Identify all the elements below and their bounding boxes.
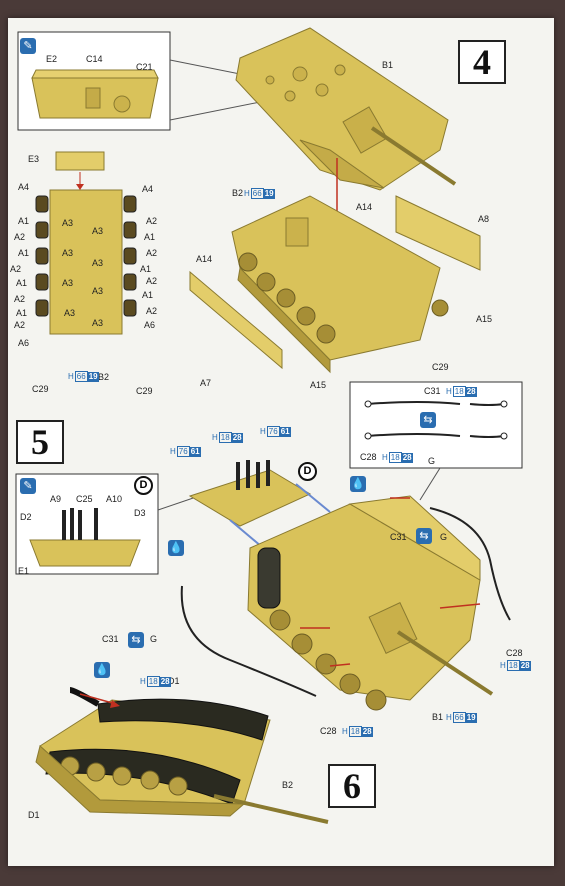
cement-drop-icon: 💧 [94, 662, 110, 678]
symmetry-icon: ⇆ [128, 632, 144, 648]
part-label: A3 [92, 226, 104, 236]
glue-icon: ✎ [20, 478, 36, 494]
part-label: A3 [92, 286, 104, 296]
part-label: D1 [168, 676, 180, 686]
part-label: A15 [310, 380, 327, 390]
part-label: A7 [200, 378, 212, 388]
part-label: A4 [142, 184, 154, 194]
part-label: G [428, 456, 436, 466]
part-label: C29 [432, 362, 449, 372]
part-label: C14 [86, 54, 103, 64]
rear-deck-part [188, 469, 312, 527]
part-label: E1 [18, 566, 30, 576]
part-label: A10 [106, 494, 123, 504]
part-label: B2 [282, 780, 294, 790]
part-label: A3 [92, 318, 104, 328]
part-label: C28 [506, 648, 523, 658]
part-label: A2 [14, 294, 26, 304]
cement-drop-icon: 💧 [350, 476, 366, 492]
part-label: A1 [18, 248, 30, 258]
part-label: A2 [146, 276, 158, 286]
part-label: C29 [32, 384, 49, 394]
part-label: B2 [232, 188, 244, 198]
cement-drop-icon: 💧 [168, 540, 184, 556]
track-top [97, 698, 269, 741]
part-label: A2 [10, 264, 22, 274]
upper-hull-step4 [235, 27, 449, 191]
part-label: E2 [46, 54, 58, 64]
symmetry-icon: ⇆ [420, 412, 436, 428]
part-label: C29 [136, 386, 153, 396]
part-label: A15 [476, 314, 493, 324]
part-label: A14 [356, 202, 373, 212]
part-label: A2 [14, 232, 26, 242]
side-skirt-a7 [189, 270, 283, 370]
part-label: A9 [50, 494, 62, 504]
part-label: C31 [424, 386, 441, 396]
part-label: G [440, 532, 448, 542]
glue-icon: ✎ [20, 38, 36, 54]
part-label: B2 [98, 372, 110, 382]
cable-callout-box [349, 381, 523, 469]
part-label: A3 [64, 308, 76, 318]
part-label: C31 [390, 532, 407, 542]
part-label: A3 [92, 258, 104, 268]
part-label: A3 [62, 218, 74, 228]
part-label: A2 [146, 216, 158, 226]
part-label: A1 [16, 278, 28, 288]
part-label: B1 [382, 60, 394, 70]
callout-mark-d: D [298, 462, 317, 481]
part-label: C28 [360, 452, 377, 462]
step-number-4: 4 [458, 40, 506, 84]
part-label: A6 [144, 320, 156, 330]
part-label: D2 [20, 512, 32, 522]
part-label: E3 [28, 154, 40, 164]
part-label: C28 [320, 726, 337, 736]
part-label: A4 [18, 182, 30, 192]
part-label: A1 [16, 308, 28, 318]
part-label: A6 [18, 338, 30, 348]
part-label: A14 [196, 254, 213, 264]
step-number-6: 6 [328, 764, 376, 808]
symmetry-icon: ⇆ [416, 528, 432, 544]
part-label: D3 [134, 508, 146, 518]
side-skirt-a8 [395, 195, 481, 271]
step-number-5: 5 [16, 420, 64, 464]
part-label: C31 [102, 634, 119, 644]
part-label: D1 [28, 810, 40, 820]
part-label: G [150, 634, 158, 644]
part-label: A1 [140, 264, 152, 274]
part-label: C21 [136, 62, 153, 72]
part-label: A2 [146, 306, 158, 316]
part-label: A3 [62, 248, 74, 258]
part-label: A1 [142, 290, 154, 300]
part-label: A1 [18, 216, 30, 226]
part-label: A8 [478, 214, 490, 224]
part-label: A1 [144, 232, 156, 242]
callout-mark-d: D [134, 476, 153, 495]
part-label: A3 [62, 278, 74, 288]
top-view-hull [49, 189, 123, 335]
part-label: A2 [146, 248, 158, 258]
part-label: A2 [14, 320, 26, 330]
part-label: C25 [76, 494, 93, 504]
part-label: B1 [432, 712, 444, 722]
